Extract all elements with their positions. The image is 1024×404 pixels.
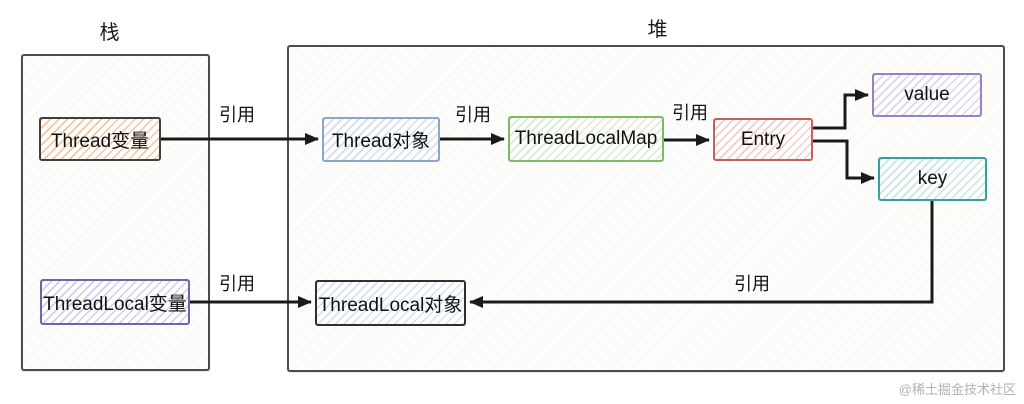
node-thread-object: Thread对象 [322, 117, 440, 162]
node-entry: Entry [713, 118, 813, 161]
node-value: value [872, 73, 982, 117]
edge-label-reference: 引用 [734, 274, 770, 294]
node-label: key [917, 168, 948, 189]
node-threadlocal-object: ThreadLocal对象 [315, 280, 466, 326]
node-label: Thread变量 [50, 130, 150, 152]
heap-region-title: 堆 [647, 19, 669, 41]
node-label: ThreadLocal变量 [43, 293, 187, 315]
node-label: ThreadLocalMap [514, 128, 658, 149]
node-label: Thread对象 [331, 131, 431, 152]
watermark: @稀土掘金技术社区 [898, 382, 1016, 397]
node-key: key [878, 157, 987, 201]
edge-label-reference: 引用 [219, 105, 255, 125]
node-label: value [904, 84, 950, 105]
stack-region-title: 栈 [99, 22, 121, 44]
node-label: ThreadLocal对象 [318, 294, 463, 316]
node-label: Entry [740, 128, 786, 150]
node-thread-variable: Thread变量 [39, 117, 161, 161]
edge-label-reference: 引用 [219, 274, 255, 294]
edge-label-reference: 引用 [455, 105, 491, 125]
node-threadlocalmap: ThreadLocalMap [508, 116, 664, 162]
node-threadlocal-variable: ThreadLocal变量 [40, 279, 190, 325]
edge-label-reference: 引用 [672, 103, 708, 123]
